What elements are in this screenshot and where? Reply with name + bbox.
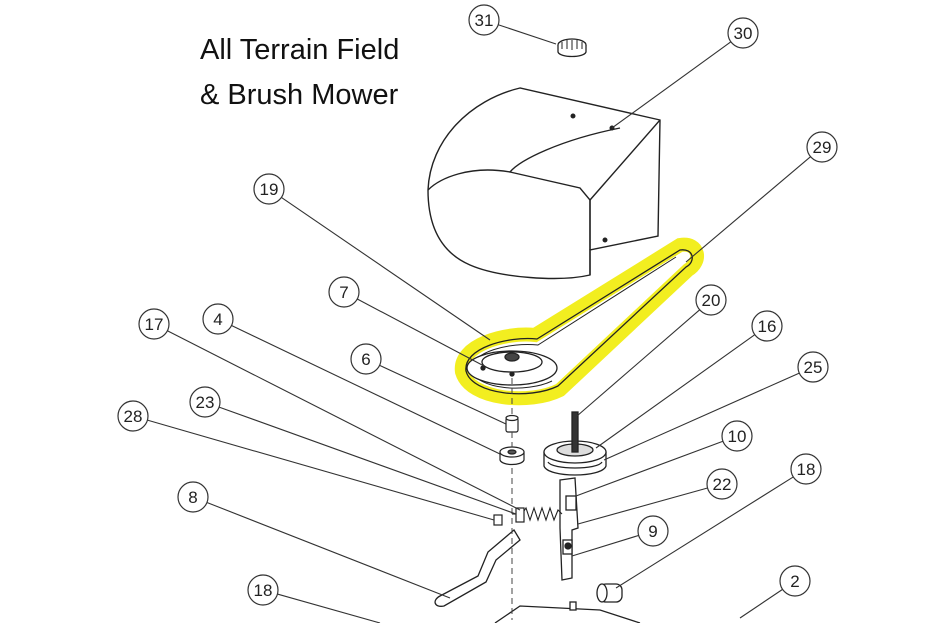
callout-c29: 29 <box>685 131 838 263</box>
callout-number: 23 <box>196 393 215 412</box>
diagram-title-line-1: All Terrain Field <box>200 34 400 66</box>
callout-circle <box>806 131 838 163</box>
leader-line <box>379 364 507 425</box>
callout-c9: 9 <box>571 515 669 557</box>
callout-circle <box>189 386 221 418</box>
callout-number: 31 <box>475 11 494 30</box>
callout-circle <box>117 400 149 432</box>
callout-number: 2 <box>790 572 799 591</box>
bracket-part <box>493 507 525 526</box>
knob-part <box>557 38 587 58</box>
lever-part <box>434 529 521 607</box>
callout-c18b: 18 <box>615 453 822 589</box>
leader-line <box>167 330 521 511</box>
spacer-part <box>505 414 519 433</box>
callout-circle <box>721 420 753 452</box>
bearing-part <box>499 446 525 466</box>
callout-number: 17 <box>145 315 164 334</box>
callout-c30: 30 <box>611 17 759 129</box>
callout-c8: 8 <box>177 481 451 599</box>
leader-line <box>147 419 495 521</box>
callout-c7: 7 <box>328 276 485 367</box>
leader-line <box>277 593 381 623</box>
callout-number: 25 <box>804 358 823 377</box>
callout-circle <box>706 468 738 500</box>
callout-circle <box>637 515 669 547</box>
callout-c2: 2 <box>739 565 811 619</box>
leader-line <box>576 309 701 417</box>
callout-c16: 16 <box>595 310 783 449</box>
callout-number: 20 <box>702 291 721 310</box>
callout-number: 7 <box>339 283 348 302</box>
leader-line <box>218 406 517 515</box>
callout-circle <box>247 574 279 606</box>
leader-line <box>603 372 800 461</box>
callout-number: 18 <box>254 581 273 600</box>
callout-number: 29 <box>813 138 832 157</box>
belt-cover-part <box>427 87 661 280</box>
leader-line <box>575 440 724 497</box>
callout-number: 10 <box>728 427 747 446</box>
callout-c19: 19 <box>253 173 491 341</box>
leader-line <box>595 334 756 449</box>
callout-circle <box>468 4 500 36</box>
callout-c22: 22 <box>577 468 738 525</box>
callout-circle <box>328 276 360 308</box>
callout-circle <box>797 351 829 383</box>
idler-pulley-part <box>543 411 607 476</box>
callout-circle <box>727 17 759 49</box>
leader-line <box>577 487 708 525</box>
callout-number: 30 <box>734 24 753 43</box>
callout-circle <box>790 453 822 485</box>
callout-number: 6 <box>361 350 370 369</box>
leader-line <box>357 298 485 367</box>
callout-c17: 17 <box>138 308 521 511</box>
callout-layer: 31 30 29 19 7 6 4 17 23 28 8 18 20 16 25 10 22 9 18 2 <box>117 4 838 623</box>
pulley-part <box>466 350 558 386</box>
bushing-part <box>596 583 623 603</box>
leader-line <box>498 24 557 45</box>
leader-line <box>206 501 451 599</box>
leader-line <box>571 534 639 557</box>
callout-circle <box>350 343 382 375</box>
leader-line <box>685 156 811 263</box>
callout-c25: 25 <box>603 351 829 461</box>
idler-arm-part <box>559 477 579 581</box>
callout-number: 28 <box>124 407 143 426</box>
callout-circle <box>779 565 811 597</box>
deck-part <box>494 601 641 623</box>
callout-circle <box>138 308 170 340</box>
callout-number: 9 <box>648 522 657 541</box>
callout-c4: 4 <box>202 303 501 455</box>
callout-c10: 10 <box>575 420 753 497</box>
callout-number: 8 <box>188 488 197 507</box>
callout-number: 18 <box>797 460 816 479</box>
callout-c6: 6 <box>350 343 507 425</box>
callout-c20: 20 <box>576 284 727 417</box>
callout-number: 16 <box>758 317 777 336</box>
callout-c18a: 18 <box>247 574 381 623</box>
callout-circle <box>253 173 285 205</box>
callout-number: 19 <box>260 180 279 199</box>
leader-line <box>615 476 794 589</box>
callout-circle <box>695 284 727 316</box>
callout-c28: 28 <box>117 400 495 521</box>
callout-circle <box>751 310 783 342</box>
callout-circle <box>177 481 209 513</box>
leader-line <box>281 197 491 341</box>
callout-c23: 23 <box>189 386 517 515</box>
callout-number: 22 <box>713 475 732 494</box>
leader-line <box>611 41 732 129</box>
callout-c31: 31 <box>468 4 557 45</box>
diagram-title-line-2: & Brush Mower <box>200 79 399 111</box>
callout-number: 4 <box>213 310 222 329</box>
callout-circle <box>202 303 234 335</box>
leader-line <box>739 588 783 619</box>
leader-line <box>231 324 501 455</box>
